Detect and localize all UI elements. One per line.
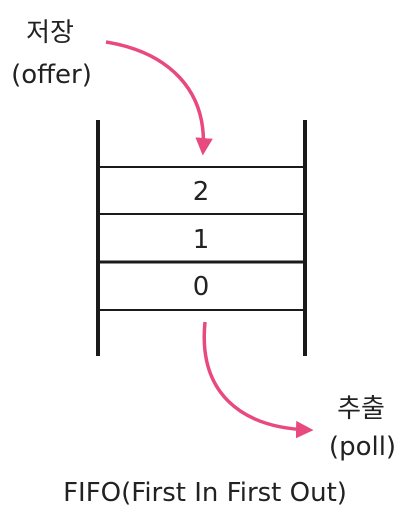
queue-item: 2 [193, 177, 210, 207]
extract-label: 추출 [337, 394, 385, 424]
offer-arrow-icon [105, 40, 213, 156]
queue-item: 0 [193, 272, 210, 302]
poll-label: (poll) [328, 432, 397, 462]
diagram-caption: FIFO(First In First Out) [63, 478, 347, 508]
poll-arrow-icon [202, 321, 314, 439]
store-label: 저장 [26, 18, 74, 48]
offer-label: (offer) [11, 60, 92, 90]
queue-item: 1 [193, 225, 210, 255]
